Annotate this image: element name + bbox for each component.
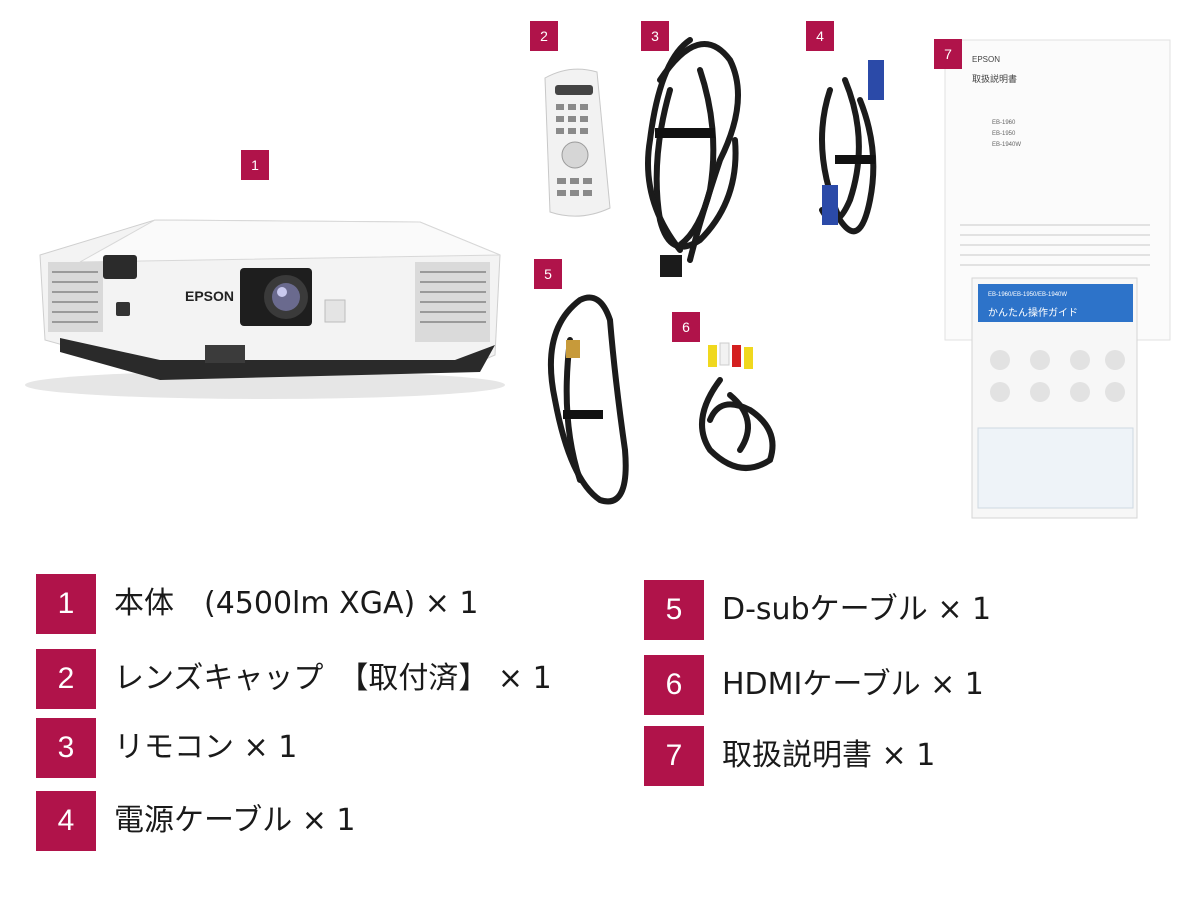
photo-tag-1: 1 bbox=[241, 150, 269, 180]
item-number-badge: 7 bbox=[644, 726, 704, 786]
item-label: 本体 (4500lm XGA) × 1 bbox=[114, 586, 479, 621]
manual-model-1: EB-1960 bbox=[992, 120, 1016, 126]
item-label: 電源ケーブル × 1 bbox=[114, 803, 356, 838]
svg-text:3: 3 bbox=[651, 28, 659, 44]
photo-tag-6: 6 bbox=[672, 312, 700, 342]
manual-model-2: EB-1950 bbox=[992, 131, 1016, 137]
svg-text:7: 7 bbox=[944, 46, 952, 62]
item-number-badge: 1 bbox=[36, 574, 96, 634]
manual-brand-label: EPSON bbox=[972, 55, 1000, 64]
svg-text:4: 4 bbox=[816, 28, 824, 44]
item-number-badge: 3 bbox=[36, 718, 96, 778]
av-cable-image bbox=[699, 342, 776, 471]
power-cable-image bbox=[645, 37, 741, 277]
projector-brand-label: EPSON bbox=[185, 288, 234, 304]
manual-title-label: 取扱説明書 bbox=[972, 73, 1017, 85]
item-number-badge: 4 bbox=[36, 791, 96, 851]
item-number-badge: 6 bbox=[644, 655, 704, 715]
product-photo: EPSON EPSON 取扱説明書 EB- bbox=[25, 21, 1171, 519]
projector-image bbox=[25, 219, 505, 399]
guide-header-label: EB-1960/EB-1950/EB-1940W bbox=[988, 292, 1067, 298]
photo-tag-2: 2 bbox=[530, 21, 558, 51]
photo-tag-7: 7 bbox=[934, 39, 962, 69]
vga-cable-image bbox=[819, 60, 884, 235]
svg-text:5: 5 bbox=[544, 266, 552, 282]
item-number-badge: 2 bbox=[36, 649, 96, 709]
item-label: D-subケーブル × 1 bbox=[722, 592, 992, 627]
item-label: 取扱説明書 × 1 bbox=[722, 738, 936, 773]
item-label: リモコン × 1 bbox=[114, 730, 298, 765]
guide-title-label: かんたん操作ガイド bbox=[988, 306, 1078, 319]
item-number-badge: 5 bbox=[644, 580, 704, 640]
manual-image: EPSON 取扱説明書 EB-1960 EB-1950 EB-1940W EB-… bbox=[944, 39, 1171, 519]
item-label: HDMIケーブル × 1 bbox=[722, 667, 984, 702]
remote-control-image bbox=[544, 68, 611, 217]
photo-tag-5: 5 bbox=[534, 259, 562, 289]
svg-text:6: 6 bbox=[682, 319, 690, 335]
svg-text:1: 1 bbox=[251, 157, 259, 173]
photo-tag-4: 4 bbox=[806, 21, 834, 51]
item-label: レンズキャップ 【取付済】 × 1 bbox=[114, 661, 552, 696]
photo-tag-3: 3 bbox=[641, 21, 669, 51]
svg-text:2: 2 bbox=[540, 28, 548, 44]
manual-model-3: EB-1940W bbox=[992, 142, 1021, 148]
dsub-cable-image bbox=[547, 294, 629, 505]
